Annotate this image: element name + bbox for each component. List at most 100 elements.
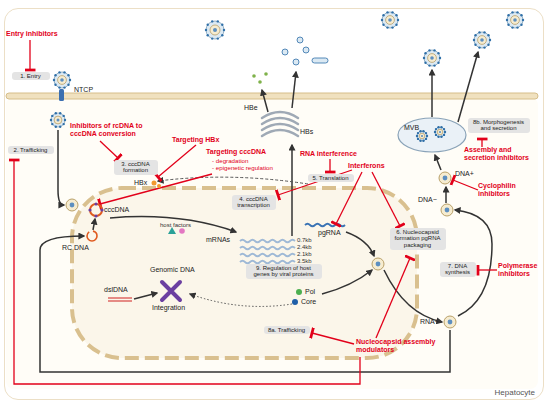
surface-protein <box>478 46 480 48</box>
histone-bead <box>94 214 97 217</box>
text-label: RC DNA <box>62 244 89 252</box>
hbx-protein <box>157 184 161 188</box>
surface-protein <box>428 64 430 66</box>
flow-arrow <box>384 270 442 322</box>
surface-protein <box>478 31 480 33</box>
histone-bead <box>88 208 91 211</box>
surface-protein <box>425 138 427 140</box>
surface-protein <box>53 79 55 81</box>
text-label: cccDNA <box>104 206 129 214</box>
dsldna-strands <box>108 298 132 301</box>
text-label: MVB <box>404 124 419 132</box>
surface-protein <box>437 52 439 54</box>
rna-strand <box>240 261 295 264</box>
surface-protein <box>511 26 513 28</box>
inhibitor-label: Targeting HBx <box>172 136 219 144</box>
text-label: Integration <box>152 304 185 312</box>
surface-protein <box>416 135 418 137</box>
surface-protein <box>59 126 61 128</box>
surface-protein <box>444 131 446 133</box>
surface-protein <box>433 64 435 66</box>
surface-protein <box>435 134 437 136</box>
virion-envelope <box>417 131 427 141</box>
surface-protein <box>223 29 225 31</box>
surface-protein <box>382 14 384 16</box>
surface-protein <box>443 128 445 130</box>
nucleus-envelope <box>72 188 417 358</box>
flow-arrow <box>445 187 447 203</box>
surface-protein <box>507 24 509 26</box>
surface-protein <box>489 39 491 41</box>
surface-protein <box>439 57 441 59</box>
text-label: 2.4kb <box>297 244 312 251</box>
surface-protein <box>483 31 485 33</box>
flow-arrow <box>435 155 441 170</box>
surface-protein <box>419 130 421 132</box>
nucleocapsid <box>66 199 78 211</box>
text-label: host factors <box>160 222 191 229</box>
text-label: DNA+ <box>455 170 474 178</box>
surface-protein <box>63 115 65 117</box>
surface-protein <box>221 24 223 26</box>
flow-arrow <box>262 90 268 112</box>
surface-protein <box>59 112 61 114</box>
surface-protein <box>395 14 397 16</box>
surface-protein <box>506 19 508 21</box>
surface-protein <box>433 49 435 51</box>
flow-arrow <box>346 232 374 256</box>
virion-genome <box>60 78 64 82</box>
inhibition-line <box>312 333 354 344</box>
text-label: 2.1kb <box>297 251 312 258</box>
surface-protein <box>211 20 213 22</box>
inhibition-line <box>158 145 196 177</box>
step-label: 1. Entry <box>14 73 48 80</box>
step-box: 8b. Morphogenesis and secretion <box>468 118 530 134</box>
surface-protein <box>426 135 428 137</box>
regulation-arrow <box>190 294 292 306</box>
inhibitor-label: Targeting cccDNA <box>206 148 266 156</box>
surface-protein <box>437 62 439 64</box>
step-box: 9. Regulation of host genes by viral pro… <box>246 264 322 280</box>
surface-protein <box>63 123 65 125</box>
inhibitor-label: Interferons <box>348 162 385 170</box>
surface-protein <box>487 44 489 46</box>
surface-protein <box>69 79 71 81</box>
virion-capsid <box>210 25 220 35</box>
golgi-cisterna <box>262 130 298 136</box>
nucleocapsid <box>441 204 453 216</box>
cccdna-circle <box>90 204 102 216</box>
inhibitor-label: - epigenetic regulation <box>212 164 273 171</box>
surface-protein <box>391 11 393 13</box>
step-box: 4. cccDNA transcription <box>232 195 276 211</box>
surface-protein <box>217 20 219 22</box>
virion-envelope <box>206 21 224 39</box>
surface-protein <box>63 86 65 88</box>
virion-envelope <box>507 12 523 28</box>
text-label: dslDNA <box>104 286 128 294</box>
inhibitor-label: - degradation <box>212 157 248 164</box>
virion-envelope <box>435 127 445 137</box>
virion-capsid <box>428 54 437 63</box>
virion-genome <box>513 18 517 22</box>
inhibition-line <box>29 40 30 70</box>
surface-protein <box>50 119 52 121</box>
virion-capsid <box>54 116 62 124</box>
text-label: NTCP <box>74 86 93 94</box>
surface-protein <box>58 71 60 73</box>
virion-genome <box>57 119 60 122</box>
histone-bead <box>100 208 103 211</box>
text-label: HBx <box>134 179 147 187</box>
surface-protein <box>54 74 56 76</box>
surface-protein <box>474 44 476 46</box>
surface-protein <box>424 62 426 64</box>
surface-protein <box>51 123 53 125</box>
inhibitor-label: Entry inhibitors <box>6 30 58 38</box>
surface-protein <box>58 86 60 88</box>
ntcp-receptor <box>59 89 64 101</box>
inhibitor-label: Inhibitors of rcDNA to cccDNA conversion <box>70 122 168 138</box>
virion-genome <box>439 131 441 133</box>
surface-protein <box>397 19 399 21</box>
text-label: 0.7kb <box>297 237 312 244</box>
virion-genome <box>388 18 392 22</box>
surface-protein <box>211 37 213 39</box>
